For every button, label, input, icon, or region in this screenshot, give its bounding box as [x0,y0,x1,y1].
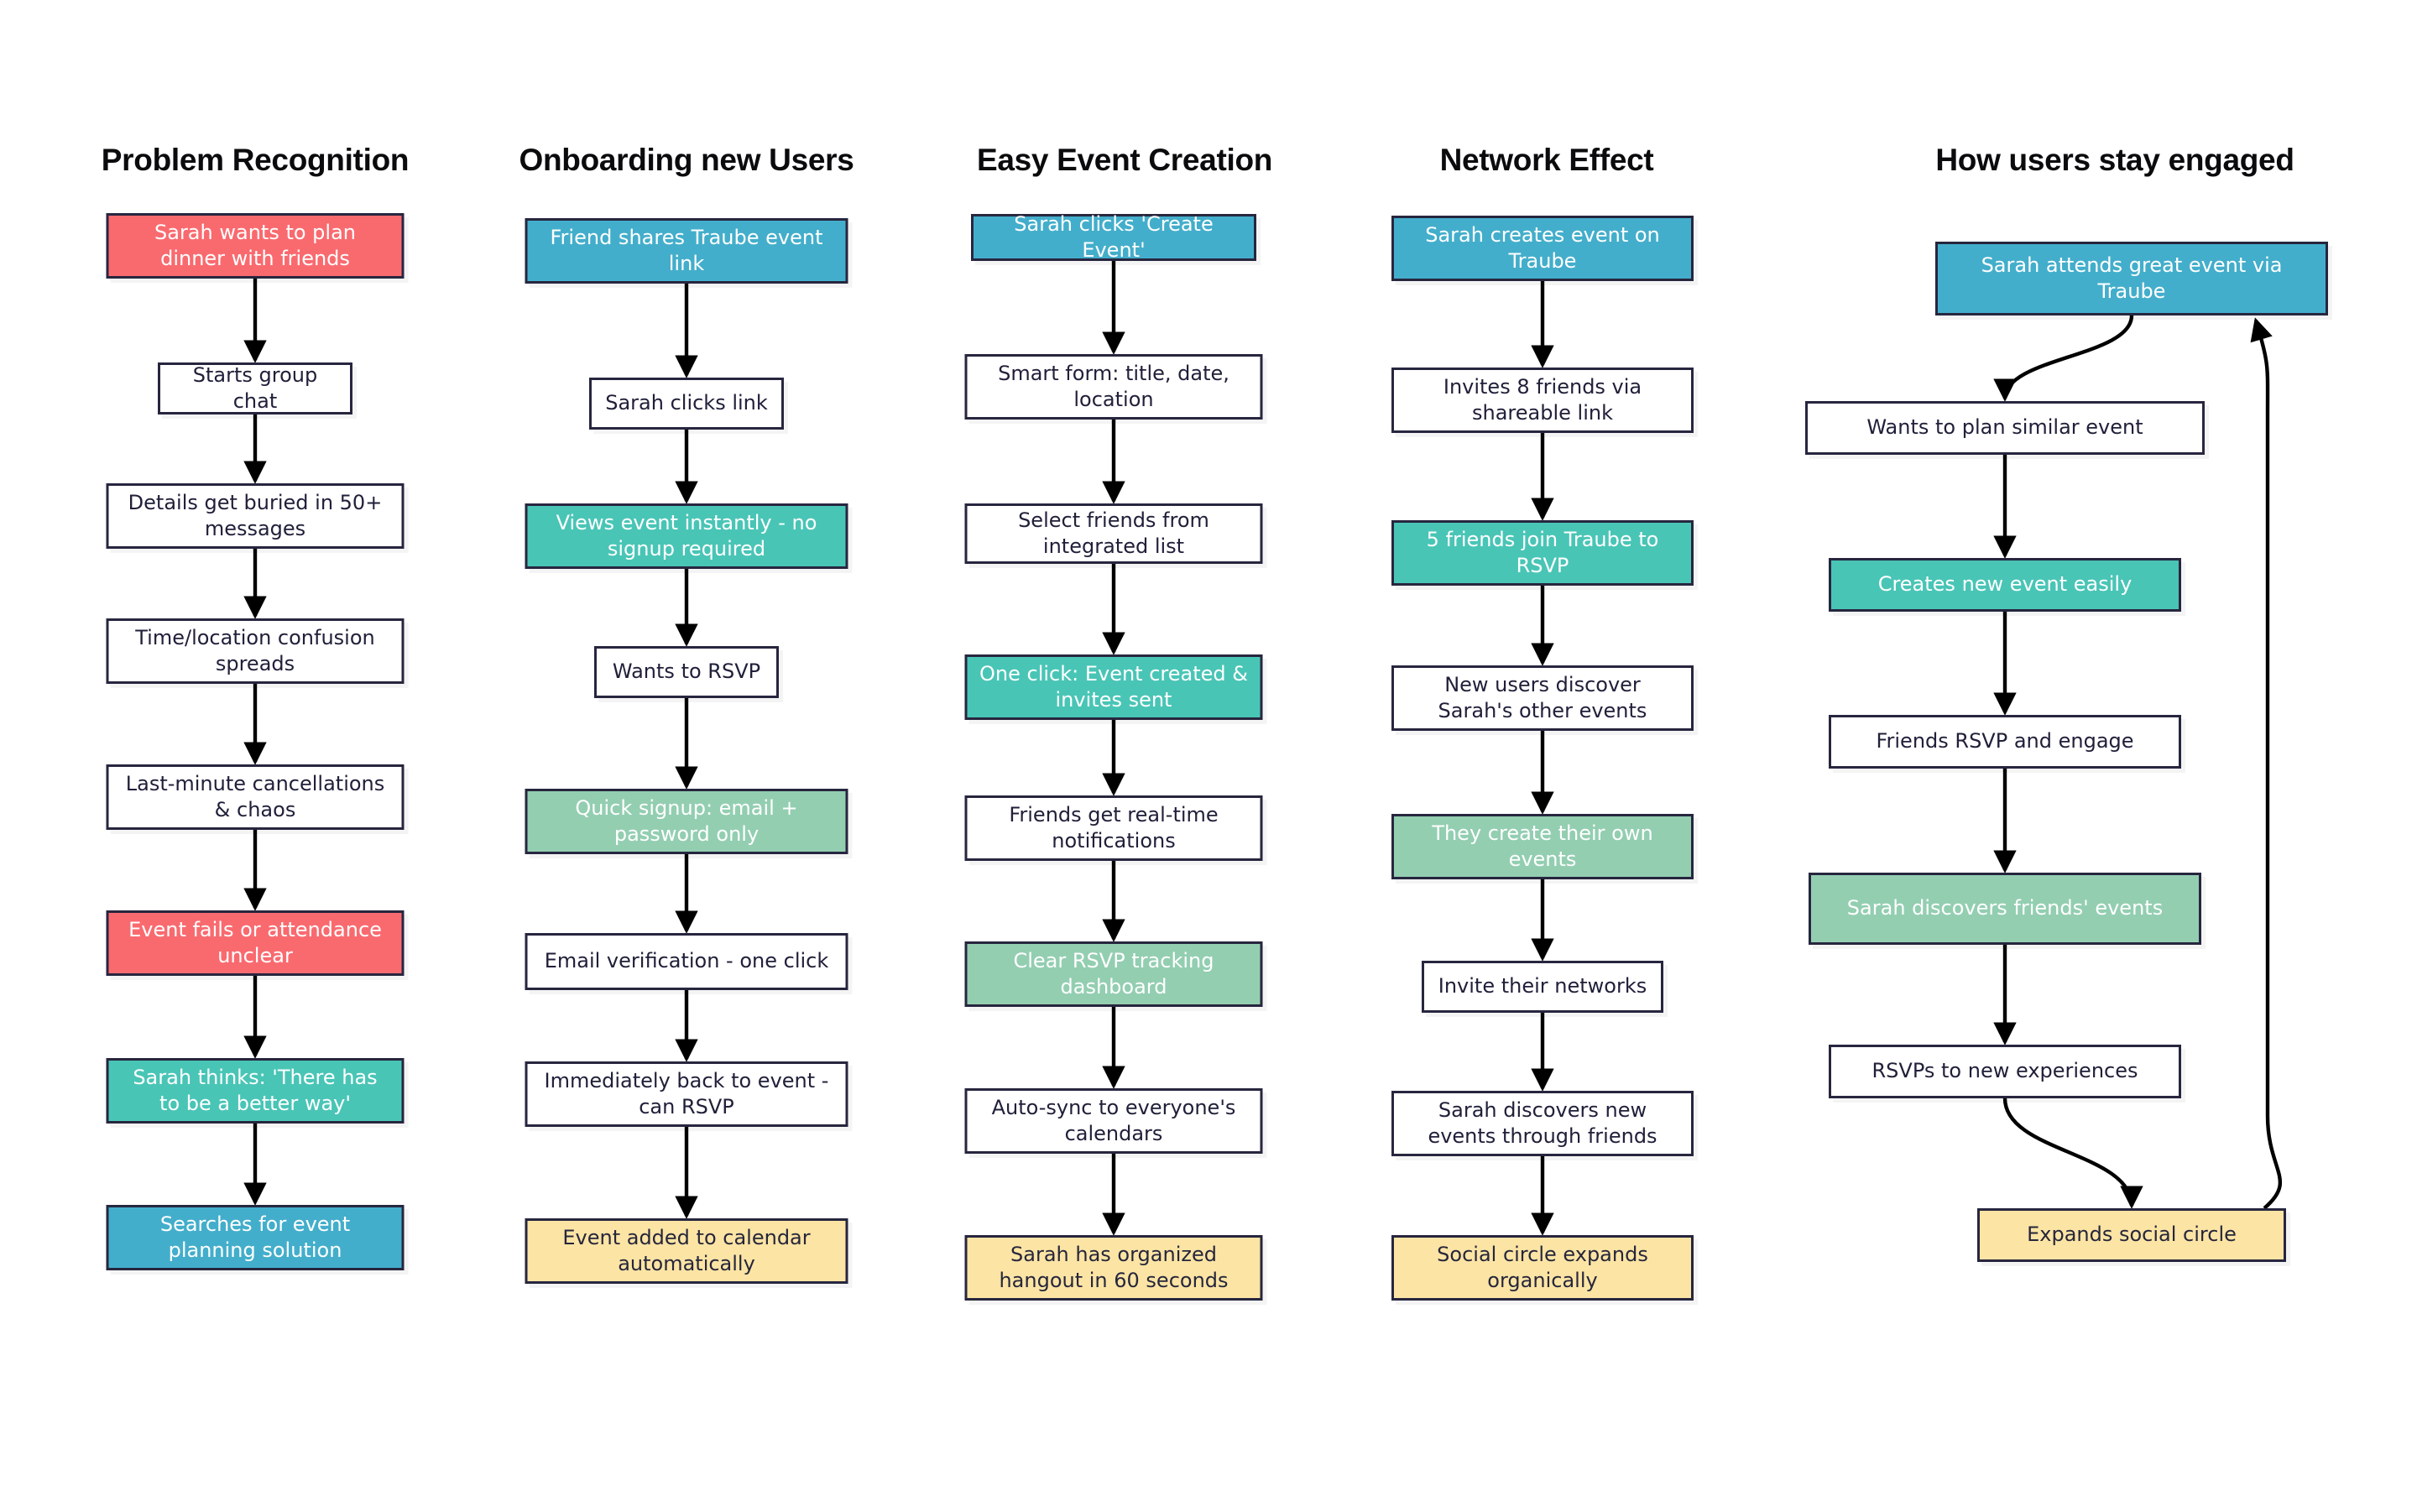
flow-node-label: Event added to calendar automatically [562,1225,811,1275]
flow-node-label: Sarah wants to plan dinner with friends [154,220,356,270]
flow-node-invites-8-friends-via-shareable-link[interactable]: Invites 8 friends via shareable link [1391,368,1694,433]
column-title-easy-event-creation: Easy Event Creation [976,143,1273,177]
flow-node-label: Immediately back to event - can RSVP [544,1068,829,1118]
flow-node-expands-social-circle[interactable]: Expands social circle [1977,1208,2286,1262]
flow-node-sarah-creates-event-on-traube[interactable]: Sarah creates event on Traube [1391,216,1694,281]
column-title-how-users-stay-engaged: How users stay engaged [1935,143,2294,177]
flow-node-label: Searches for event planning solution [159,1212,351,1262]
flow-node-wants-to-plan-similar-event[interactable]: Wants to plan similar event [1805,401,2205,455]
flow-node-label: Views event instantly - no signup requir… [556,510,817,560]
flow-node-label: Sarah discovers new events through frien… [1428,1098,1657,1148]
flow-edge-h1-to-h2 [1993,315,2134,402]
flow-node-sarah-wants-to-plan-dinner-with-friends[interactable]: Sarah wants to plan dinner with friends [106,213,405,279]
flow-node-sarah-clicks-link[interactable]: Sarah clicks link [589,378,784,430]
flow-node-label: Auto-sync to everyone's calendars [991,1095,1236,1145]
flow-node-label: 5 friends join Traube to RSVP [1426,527,1659,577]
flow-node-label: Email verification - one click [544,949,829,973]
flow-node-label: Friends RSVP and engage [1876,729,2134,753]
flow-node-sarah-has-organized-hangout-in-60-seconds[interactable]: Sarah has organized hangout in 60 second… [964,1235,1263,1301]
flow-node-email-verification-one-click[interactable]: Email verification - one click [525,933,848,990]
flow-node-label: Sarah discovers friends' events [1846,896,2164,920]
flow-node-label: Sarah has organized hangout in 60 second… [999,1242,1229,1292]
flow-node-smart-form-title-date-location[interactable]: Smart form: title, date, location [964,354,1263,420]
flow-node-label: Wants to plan similar event [1866,415,2143,440]
flow-node-label: Select friends from integrated list [1018,508,1209,558]
flow-node-label: Friends get real-time notifications [1009,802,1219,852]
flow-node-rsvps-to-new-experiences[interactable]: RSVPs to new experiences [1829,1045,2181,1098]
column-title-onboarding-new-users: Onboarding new Users [519,143,854,177]
flow-node-label: Sarah attends great event via Traube [1981,253,2283,303]
flow-node-sarah-discovers-friends-events[interactable]: Sarah discovers friends' events [1809,873,2201,945]
flow-node-new-users-discover-sarah-s-other-events[interactable]: New users discover Sarah's other events [1391,665,1694,731]
flow-edge-loop-h7-to-h1 [2250,317,2282,1210]
flow-node-event-added-to-calendar-automatically[interactable]: Event added to calendar automatically [525,1218,848,1284]
flow-node-sarah-thinks-there-has-to-be-a-better-way[interactable]: Sarah thinks: 'There has to be a better … [106,1058,405,1124]
flow-node-details-get-buried-in-50-messages[interactable]: Details get buried in 50+ messages [106,483,405,549]
flow-node-label: Creates new event easily [1877,572,2132,597]
flow-node-label: Friend shares Traube event link [550,225,823,275]
flow-node-5-friends-join-traube-to-rsvp[interactable]: 5 friends join Traube to RSVP [1391,520,1694,586]
flow-node-label: Wants to RSVP [612,660,761,684]
flow-node-sarah-discovers-new-events-through-friends[interactable]: Sarah discovers new events through frien… [1391,1091,1694,1156]
flow-node-one-click-event-created-invites-sent[interactable]: One click: Event created & invites sent [964,654,1263,720]
flow-node-sarah-attends-great-event-via-traube[interactable]: Sarah attends great event via Traube [1935,242,2328,315]
flow-node-label: Sarah clicks 'Create Event' [1014,211,1214,262]
flow-node-invite-their-networks[interactable]: Invite their networks [1422,961,1663,1013]
flow-node-auto-sync-to-everyone-s-calendars[interactable]: Auto-sync to everyone's calendars [964,1088,1263,1154]
flow-node-social-circle-expands-organically[interactable]: Social circle expands organically [1391,1235,1694,1301]
flow-node-label: Invites 8 friends via shareable link [1443,374,1642,425]
flow-node-label: Time/location confusion spreads [135,625,375,675]
flow-node-label: They create their own events [1432,821,1653,871]
flow-node-clear-rsvp-tracking-dashboard[interactable]: Clear RSVP tracking dashboard [964,941,1263,1007]
flow-node-friend-shares-traube-event-link[interactable]: Friend shares Traube event link [525,218,848,284]
flow-node-label: Sarah creates event on Traube [1425,222,1660,273]
flow-node-creates-new-event-easily[interactable]: Creates new event easily [1829,558,2181,612]
flow-node-label: Social circle expands organically [1437,1242,1648,1292]
flow-node-label: Expands social circle [2027,1223,2237,1247]
flow-node-label: Details get buried in 50+ messages [128,490,383,540]
flow-node-label: Event fails or attendance unclear [128,917,382,967]
flow-node-label: Sarah thinks: 'There has to be a better … [133,1065,378,1115]
flow-node-label: Clear RSVP tracking dashboard [1013,948,1214,998]
flow-node-label: Last-minute cancellations & chaos [125,771,385,821]
column-title-problem-recognition: Problem Recognition [101,143,410,177]
flow-node-views-event-instantly-no-signup-required[interactable]: Views event instantly - no signup requir… [525,503,848,569]
flow-node-friends-rsvp-and-engage[interactable]: Friends RSVP and engage [1829,715,2181,769]
column-title-network-effect: Network Effect [1439,143,1654,177]
flow-node-label: Quick signup: email + password only [575,795,798,846]
flow-node-wants-to-rsvp[interactable]: Wants to RSVP [594,646,779,698]
flow-node-searches-for-event-planning-solution[interactable]: Searches for event planning solution [106,1205,405,1270]
flow-node-friends-get-real-time-notifications[interactable]: Friends get real-time notifications [964,795,1263,861]
flow-node-label: Sarah clicks link [605,391,768,415]
flow-node-quick-signup-email-password-only[interactable]: Quick signup: email + password only [525,789,848,854]
flow-node-immediately-back-to-event-can-rsvp[interactable]: Immediately back to event - can RSVP [525,1061,848,1127]
flow-node-they-create-their-own-events[interactable]: They create their own events [1391,814,1694,879]
flow-node-starts-group-chat[interactable]: Starts group chat [158,362,352,414]
flow-node-last-minute-cancellations-chaos[interactable]: Last-minute cancellations & chaos [106,764,405,830]
flow-node-label: Starts group chat [192,362,318,413]
flow-node-sarah-clicks-create-event[interactable]: Sarah clicks 'Create Event' [971,211,1256,262]
flow-node-label: RSVPs to new experiences [1871,1059,2138,1083]
flow-node-label: New users discover Sarah's other events [1438,672,1647,722]
flow-node-label: Invite their networks [1438,974,1647,998]
flow-edge-h6-to-h7 [2002,1098,2143,1209]
flow-node-time-location-confusion-spreads[interactable]: Time/location confusion spreads [106,618,405,684]
flow-node-select-friends-from-integrated-list[interactable]: Select friends from integrated list [964,503,1263,564]
flow-node-label: One click: Event created & invites sent [979,661,1248,712]
flow-node-event-fails-or-attendance-unclear[interactable]: Event fails or attendance unclear [106,910,405,976]
flow-node-label: Smart form: title, date, location [998,361,1229,411]
